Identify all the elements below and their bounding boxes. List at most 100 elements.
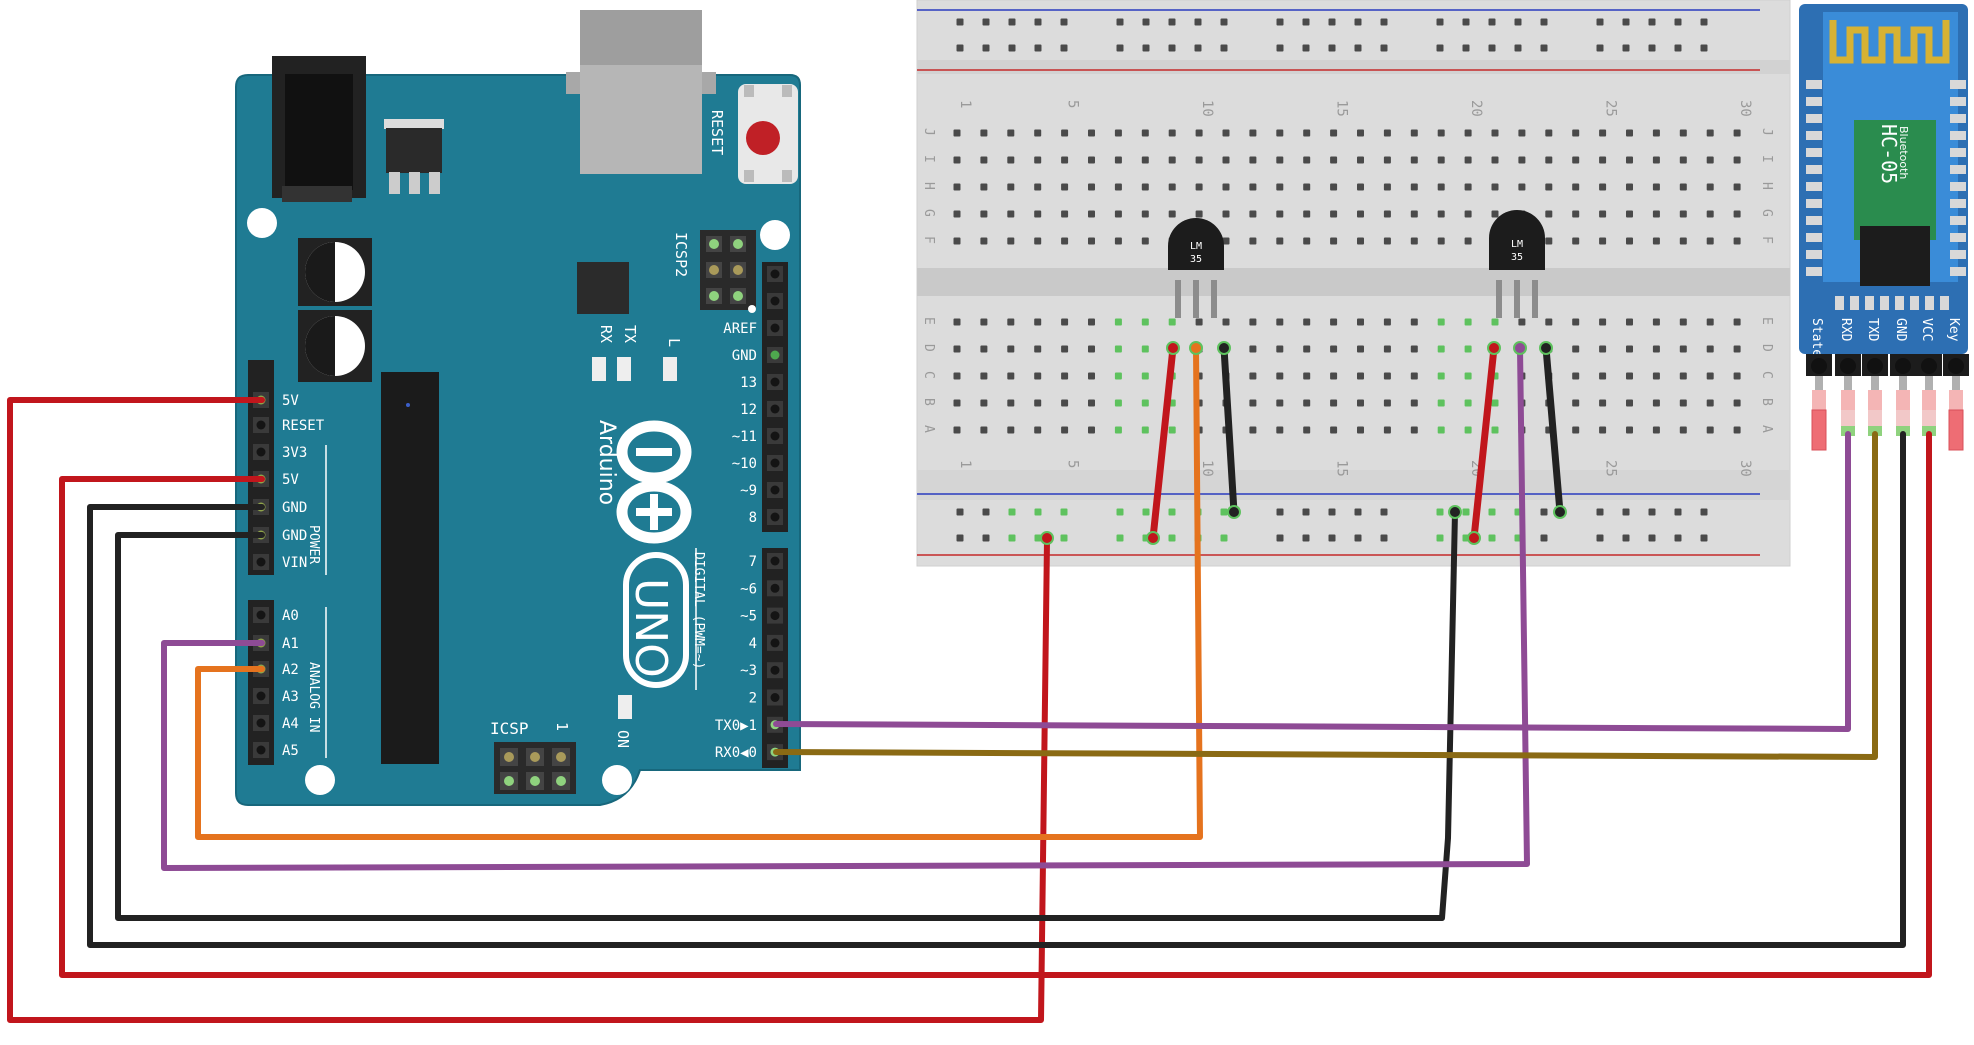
breadboard-hole xyxy=(1437,345,1445,353)
breadboard-hole xyxy=(1436,508,1444,516)
digital-pin-label: ~3 xyxy=(740,663,757,679)
breadboard-hole xyxy=(1599,399,1607,407)
breadboard-hole xyxy=(1168,426,1176,434)
breadboard-hole xyxy=(1488,18,1496,26)
wire-endpoint xyxy=(1513,341,1527,355)
row-letter-right: E xyxy=(1759,317,1774,325)
rx-led xyxy=(592,357,606,381)
solder-pad xyxy=(1806,199,1822,208)
breadboard-hole xyxy=(1007,318,1015,326)
breadboard-hole xyxy=(1545,129,1553,137)
breadboard-hole xyxy=(1706,345,1714,353)
breadboard-hole xyxy=(1464,345,1472,353)
column-number-top: 5 xyxy=(1065,100,1081,108)
breadboard-hole xyxy=(1488,534,1496,542)
voltage-regulator xyxy=(386,128,442,173)
column-number-bottom: 1 xyxy=(957,460,973,468)
reset-button[interactable] xyxy=(738,84,798,184)
analog-pin-label: A2 xyxy=(282,662,299,678)
breadboard-hole xyxy=(1116,18,1124,26)
breadboard-hole xyxy=(1437,156,1445,164)
breadboard-hole xyxy=(1276,399,1284,407)
breadboard-hole xyxy=(1700,44,1708,52)
breadboard-hole xyxy=(1733,318,1741,326)
breadboard-hole xyxy=(1116,534,1124,542)
breadboard-hole xyxy=(1572,156,1580,164)
module-pin-lead xyxy=(1896,390,1910,410)
uno-badge xyxy=(623,552,689,688)
row-letter-right: I xyxy=(1759,155,1774,163)
breadboard-hole xyxy=(1061,372,1069,380)
breadboard-hole xyxy=(1114,345,1122,353)
breadboard-hole xyxy=(1706,210,1714,218)
breadboard-hole xyxy=(980,210,988,218)
breadboard-hole xyxy=(1464,318,1472,326)
breadboard-hole xyxy=(1195,183,1203,191)
breadboard-hole xyxy=(1626,399,1633,407)
breadboard-hole xyxy=(1303,210,1311,218)
breadboard-hole xyxy=(1545,183,1553,191)
breadboard-hole xyxy=(1168,156,1176,164)
breadboard-hole xyxy=(1679,345,1687,353)
breadboard-hole xyxy=(1330,129,1338,137)
breadboard-hole xyxy=(953,426,961,434)
breadboard-hole xyxy=(1141,129,1149,137)
breadboard-hole xyxy=(1410,426,1418,434)
breadboard-hole xyxy=(956,508,964,516)
breadboard-hole xyxy=(1114,183,1122,191)
module-subtitle: Bluetooth xyxy=(1897,126,1910,179)
breadboard-hole xyxy=(956,18,964,26)
digital-section-label: DIGITAL (PWM=~) xyxy=(691,552,706,669)
breadboard-hole xyxy=(1114,399,1122,407)
wire-endpoints xyxy=(1040,341,1567,545)
breadboard-hole xyxy=(1572,210,1580,218)
power-pin-label: 3V3 xyxy=(282,445,307,461)
breadboard-hole xyxy=(1733,345,1741,353)
breadboard-hole xyxy=(1195,210,1203,218)
analog-pin-label: A0 xyxy=(282,608,299,624)
breadboard-hole xyxy=(953,318,961,326)
breadboard-hole xyxy=(1410,183,1418,191)
reset-label: RESET xyxy=(708,110,726,155)
header-pin-socket xyxy=(770,611,780,621)
breadboard-hole xyxy=(1276,44,1284,52)
breadboard-hole xyxy=(1061,237,1069,245)
breadboard-hole xyxy=(1114,210,1122,218)
breadboard-hole xyxy=(1303,399,1311,407)
breadboard-hole xyxy=(1599,156,1607,164)
solder-pad xyxy=(1880,296,1889,310)
breadboard-hole xyxy=(953,372,961,380)
breadboard-hole xyxy=(1464,237,1472,245)
breadboard-hole xyxy=(1357,426,1364,434)
breadboard-hole xyxy=(1222,183,1230,191)
wire-gnd-to-hc05-gnd xyxy=(87,431,1906,948)
solder-pad xyxy=(1950,165,1966,174)
module-pin-socket xyxy=(1895,358,1911,374)
breadboard-hole xyxy=(1491,399,1499,407)
wire-endpoint xyxy=(1189,341,1203,355)
breadboard-hole xyxy=(1249,345,1257,353)
breadboard-hole xyxy=(1383,426,1391,434)
breadboard-hole xyxy=(1060,44,1068,52)
breadboard-hole xyxy=(1572,426,1580,434)
analog-pin-label: A3 xyxy=(282,689,299,705)
atmega-chip xyxy=(381,372,439,764)
breadboard-hole xyxy=(1222,210,1230,218)
solder-pad xyxy=(1865,296,1874,310)
digital-pin-label: GND xyxy=(732,348,757,364)
module-pin-lead xyxy=(1841,410,1855,430)
module-pin-label: GND xyxy=(1893,318,1908,342)
breadboard-hole xyxy=(1540,18,1548,26)
breadboard-hole xyxy=(1330,345,1338,353)
breadboard-hole xyxy=(980,372,988,380)
breadboard-hole xyxy=(953,237,961,245)
rx-led-label: RX xyxy=(597,325,615,343)
breadboard-hole xyxy=(1464,183,1472,191)
row-letter-left: J xyxy=(921,128,936,136)
row-letter-left: H xyxy=(921,182,936,190)
breadboard-hole xyxy=(1303,318,1311,326)
header-pin-socket xyxy=(256,557,266,567)
breadboard-hole xyxy=(1674,44,1682,52)
breadboard-hole xyxy=(1599,426,1607,434)
